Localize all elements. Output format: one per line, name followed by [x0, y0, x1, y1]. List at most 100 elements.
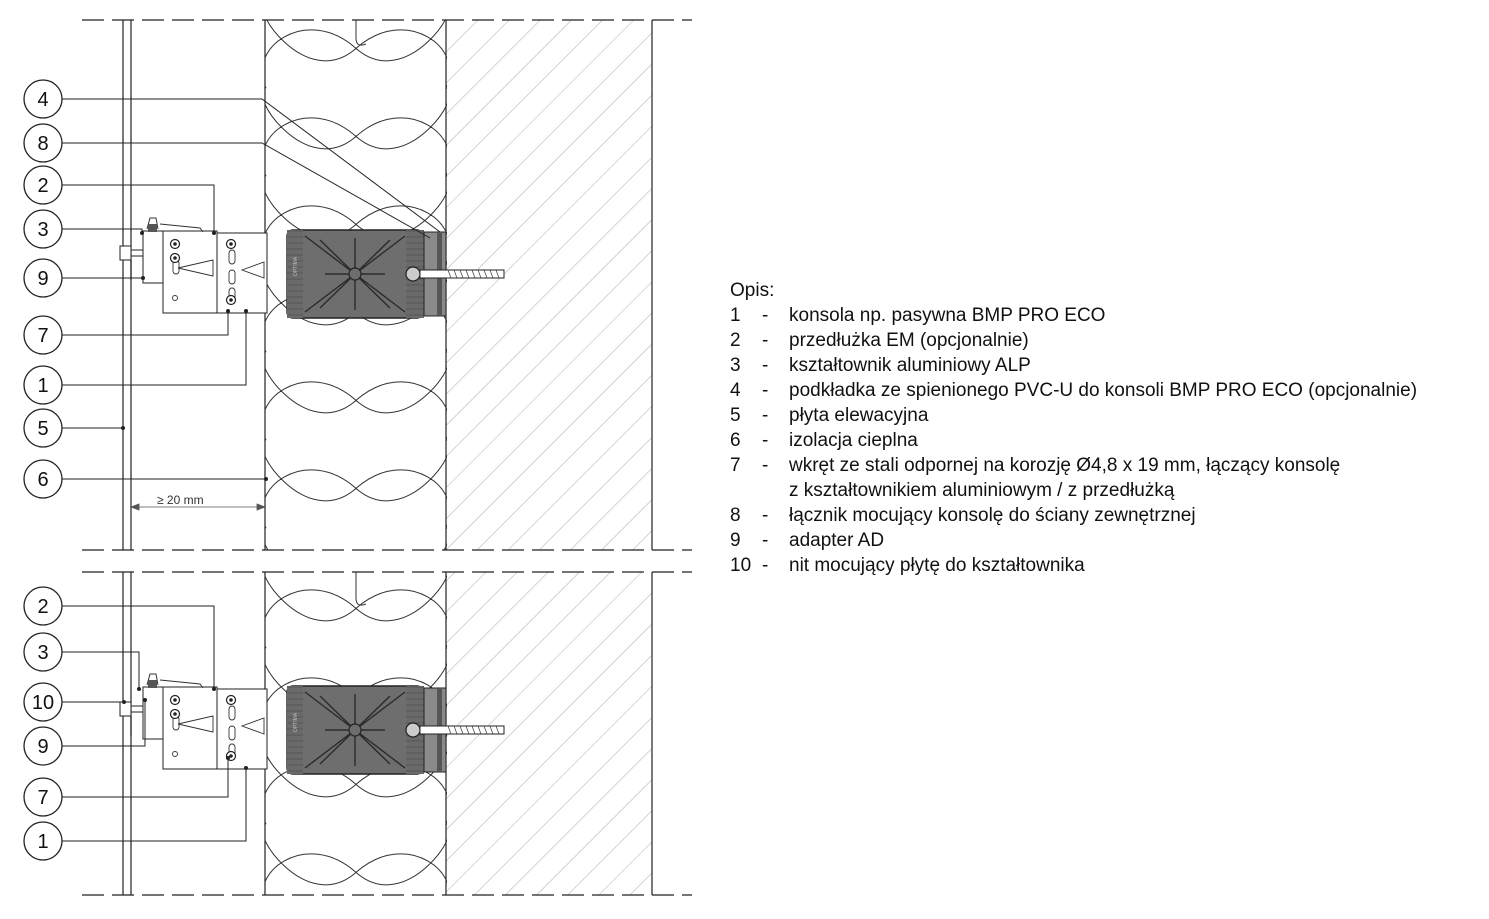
anchor-thread	[465, 269, 470, 279]
legend-item: 6-izolacja cieplna	[730, 428, 1417, 453]
bracket-brand: OPTIMA	[293, 256, 299, 276]
bracket-assembly-bottom: OPTIMA	[119, 673, 505, 775]
legend-item-num: 2	[730, 330, 741, 351]
hole	[172, 295, 178, 301]
legend-item: z kształtownikiem aluminiowym / z przedł…	[730, 478, 1417, 503]
legend-item-dash: -	[762, 355, 769, 376]
callout-circle	[23, 258, 63, 298]
legend-item: 8-łącznik mocujący konsolę do ściany zew…	[730, 503, 1417, 528]
callout-circle	[23, 726, 63, 766]
legend-item-text: łącznik mocujący konsolę do ściany zewnę…	[789, 505, 1196, 526]
clip	[146, 217, 204, 233]
console-hub	[348, 723, 362, 737]
callout-circle	[23, 632, 63, 672]
anchor-thread	[495, 269, 500, 279]
anchor-thread	[489, 269, 494, 279]
callout-circle	[23, 365, 63, 405]
screw-center	[173, 256, 177, 260]
anchor-thread	[465, 725, 470, 735]
callout-label: 3	[37, 219, 48, 241]
legend-title: Opis:	[730, 280, 775, 301]
legend-item-text: podkładka ze spienionego PVC-U do konsol…	[789, 380, 1418, 401]
callout-label: 4	[37, 89, 48, 111]
legend-item: 2-przedłużka EM (opcjonalnie)	[730, 328, 1417, 353]
extension-plate	[216, 688, 268, 770]
anchor-thread	[471, 269, 476, 279]
legend-item-dash: -	[762, 530, 769, 551]
legend-item-text: adapter AD	[789, 530, 885, 551]
callout-circle	[23, 459, 63, 499]
callout-circle	[23, 777, 63, 817]
screw-center	[229, 242, 233, 246]
aluminium-profile	[142, 230, 166, 284]
clip-head	[148, 224, 157, 232]
legend-item-dash: -	[762, 430, 769, 451]
legend-item-text: izolacja cieplna	[789, 430, 918, 451]
legend-item-num: 9	[730, 530, 741, 551]
anchor-head	[405, 722, 421, 738]
legend-item-dash: -	[762, 305, 769, 326]
legend-item-num: 1	[730, 305, 741, 326]
callout-label: 1	[37, 375, 48, 397]
insulation-edge	[355, 20, 367, 46]
anchor-thread	[447, 725, 452, 735]
callout-label: 7	[37, 787, 48, 809]
legend-item-dash: -	[762, 405, 769, 426]
legend-item-num: 8	[730, 505, 741, 526]
legend-item-num: 7	[730, 455, 741, 476]
legend-item-num: 6	[730, 430, 741, 451]
anchor-thread	[447, 269, 452, 279]
callout-circle	[23, 209, 63, 249]
extension-plate	[216, 232, 268, 314]
slot	[240, 261, 265, 279]
callout-label: 2	[37, 175, 48, 197]
bracket-brand: OPTIMA	[293, 712, 299, 732]
legend-item: 7-wkręt ze stali odpornej na korozję Ø4,…	[730, 453, 1417, 478]
anchor-thread	[495, 725, 500, 735]
callout-circle	[23, 682, 63, 722]
screw-center	[229, 298, 233, 302]
legend-item: 3-kształtownik aluminiowy ALP	[730, 353, 1417, 378]
slot-hole	[228, 249, 236, 265]
legend-item-dash: -	[762, 455, 769, 476]
anchor-thread	[453, 269, 458, 279]
legend-item-dash: -	[762, 380, 769, 401]
side-fastener	[119, 245, 143, 261]
anchor-thread	[471, 725, 476, 735]
callout-label: 9	[37, 736, 48, 758]
anchor-thread	[453, 725, 458, 735]
clip-head	[148, 680, 157, 688]
concrete-wall-top	[446, 20, 652, 550]
anchor-bolt	[419, 725, 505, 735]
slot	[177, 715, 214, 733]
legend-item: 9-adapter AD	[730, 528, 1417, 553]
dimension-label: ≥ 20 mm	[157, 493, 204, 507]
legend-item-num	[730, 478, 762, 503]
callout-label: 2	[37, 596, 48, 618]
screw-center	[173, 698, 177, 702]
callout-circle	[23, 123, 63, 163]
slot-hole	[228, 725, 236, 741]
legend-item-text: nit mocujący płytę do kształtownika	[789, 555, 1085, 576]
anchor-head	[405, 266, 421, 282]
callout-circle	[23, 408, 63, 448]
console-grip	[287, 230, 303, 318]
bracket-assembly-top: OPTIMA	[119, 217, 505, 319]
legend-item-text: przedłużka EM (opcjonalnie)	[789, 330, 1029, 351]
break-lines	[82, 19, 692, 896]
legend-item-num: 4	[730, 380, 741, 401]
legend-item-text: z kształtownikiem aluminiowym / z przedł…	[789, 480, 1175, 501]
callout-label: 1	[37, 831, 48, 853]
dimension-min-gap	[129, 503, 267, 511]
slot-hole	[228, 269, 236, 285]
legend-item-dash: -	[762, 555, 769, 576]
clip	[146, 673, 204, 689]
aluminium-profile	[142, 686, 166, 740]
callout-circle	[23, 315, 63, 355]
console-grip	[287, 686, 303, 774]
callout-label: 6	[37, 469, 48, 491]
anchor-thread	[489, 725, 494, 735]
slot	[177, 259, 214, 277]
